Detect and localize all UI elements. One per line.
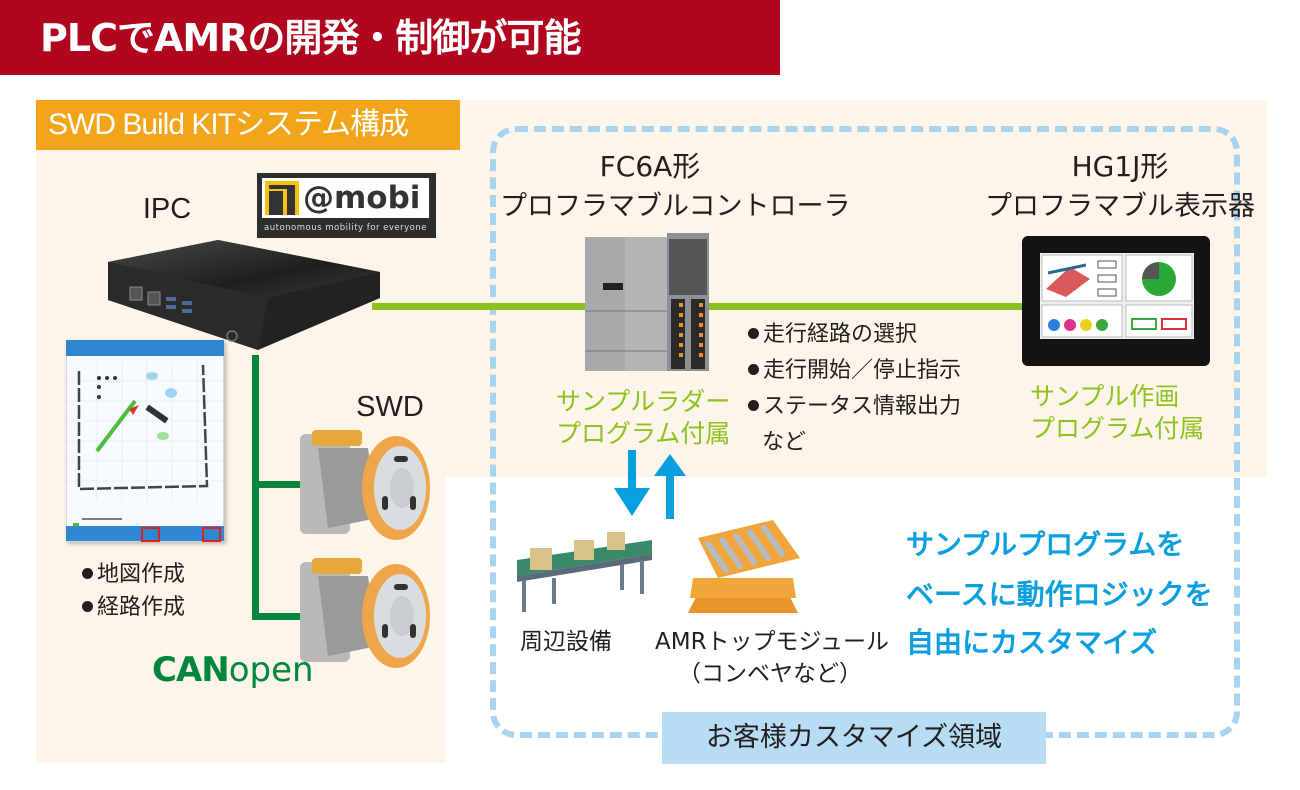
kit-label: SWD Build KITシステム構成 [48, 108, 409, 141]
map-drawing [67, 361, 223, 527]
hmi-model: HG1J形 [1071, 150, 1169, 183]
canopen-branch-1 [252, 481, 302, 488]
canopen-logo: CANopen [152, 650, 314, 690]
bullet-icon [82, 600, 93, 612]
page-title: PLCでAMRの開発・制御が可能 [40, 16, 581, 60]
amr-module-label-1: AMRトップモジュール [655, 629, 889, 655]
map-app-screenshot [66, 340, 224, 542]
highlight-box-2 [202, 527, 221, 542]
data-exchange-arrows [614, 450, 686, 519]
bullet-icon [748, 327, 759, 339]
mobi-logo-text: @mobi [303, 180, 421, 216]
ipc-label: IPC [142, 193, 192, 225]
plc-sample-line1: サンプルラダー [556, 387, 731, 416]
customize-message-line2: ベースに動作ロジックを [906, 578, 1213, 611]
highlight-box-1 [141, 527, 160, 542]
hmi-name: プロフラマブル表示器 [985, 191, 1255, 222]
customize-message-line3: 自由にカスタマイズ [906, 626, 1158, 659]
kit-label-bg [36, 100, 460, 150]
peripheral-equipment-image [517, 532, 652, 612]
swd-drive-unit-1 [300, 430, 430, 540]
amr-module-label-2: （コンベヤなど） [678, 661, 862, 687]
arrow-up-icon [654, 454, 686, 519]
customize-message-line1: サンプルプログラムを [906, 528, 1185, 561]
hmi-sample-line1: サンプル作画 [1030, 382, 1180, 411]
hmi-screen [1040, 253, 1194, 339]
map-app-toolbar [66, 340, 224, 356]
function-etc: など [762, 430, 807, 455]
amr-top-module-image [688, 520, 800, 613]
ipc-feature-1: 地図作成 [82, 558, 185, 591]
arrow-down-icon [614, 450, 650, 516]
bullet-icon [748, 399, 759, 411]
function-item-3: ステータス情報出力 [748, 390, 961, 423]
ipc-feature-2: 経路作成 [82, 591, 185, 624]
custom-region-label-bg [662, 712, 1046, 764]
plc-sample-line2: プログラム付属 [556, 419, 731, 448]
function-item-1: 走行経路の選択 [748, 318, 917, 351]
map-app-bottom-bar [66, 526, 224, 542]
hmi-sample-line2: プログラム付属 [1030, 414, 1205, 443]
bullet-icon [82, 567, 93, 579]
peripheral-equipment-label: 周辺設備 [520, 629, 612, 655]
bullet-icon [748, 363, 759, 375]
title-banner [0, 0, 780, 75]
plc-name: プロフラマブルコントローラ [500, 191, 851, 222]
mobi-logo-icon [265, 181, 299, 215]
swd-label: SWD [356, 391, 424, 423]
function-item-2: 走行開始／停止指示 [748, 354, 961, 387]
plc-controller-image [585, 233, 709, 371]
canopen-branch-2 [252, 613, 302, 620]
plc-model: FC6A形 [599, 150, 701, 183]
custom-region-label: お客様カスタマイズ領域 [705, 722, 1003, 753]
ipc-device-image [108, 240, 380, 350]
swd-drive-unit-2 [300, 558, 430, 668]
mobi-logo-tagline: autonomous mobility for everyone [264, 223, 427, 233]
